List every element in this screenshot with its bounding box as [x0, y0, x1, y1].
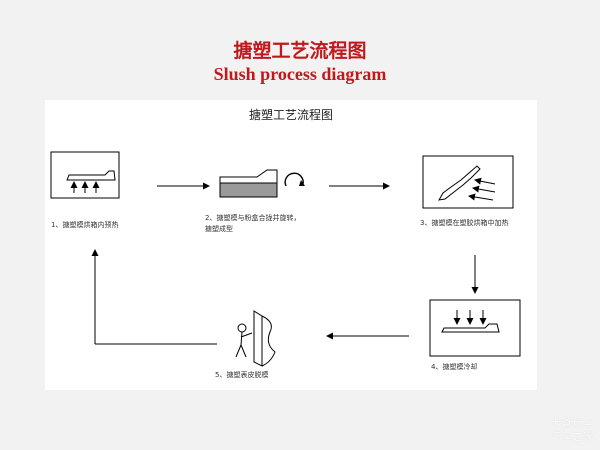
process-flow-diagram — [50, 151, 521, 367]
step2-label: 2、搪塑模与粉盒合拢并旋转，搪塑成型 — [205, 214, 301, 233]
step5-demold-illustration — [235, 310, 276, 367]
diagram-title-chinese: 搪塑工艺流程图 — [233, 40, 367, 62]
step4-label: 4、搪塑模冷却 — [431, 363, 478, 371]
step3-oven-heating-illustration — [422, 155, 514, 209]
panel-title: 搪塑工艺流程图 — [248, 108, 333, 122]
step1-label: 1、搪塑模烘箱内预热 — [51, 221, 119, 229]
step5-label: 5、搪塑表皮脱模 — [215, 371, 269, 379]
step3-label: 3、搪塑模在塑胶烘箱中加热 — [420, 219, 509, 227]
diagram-title-english: Slush process diagram — [213, 64, 387, 84]
watermark-line1: 卡爸玩车 — [550, 416, 594, 429]
watermark: 卡爸玩车 汽车之家 — [550, 416, 594, 444]
step1-preheat-illustration — [50, 151, 120, 199]
process-panel: 搪塑工艺流程图 — [45, 100, 537, 390]
step2-rotation-illustration — [219, 169, 305, 198]
watermark-line2: 汽车之家 — [550, 430, 594, 443]
step4-cooling-illustration — [429, 299, 521, 357]
